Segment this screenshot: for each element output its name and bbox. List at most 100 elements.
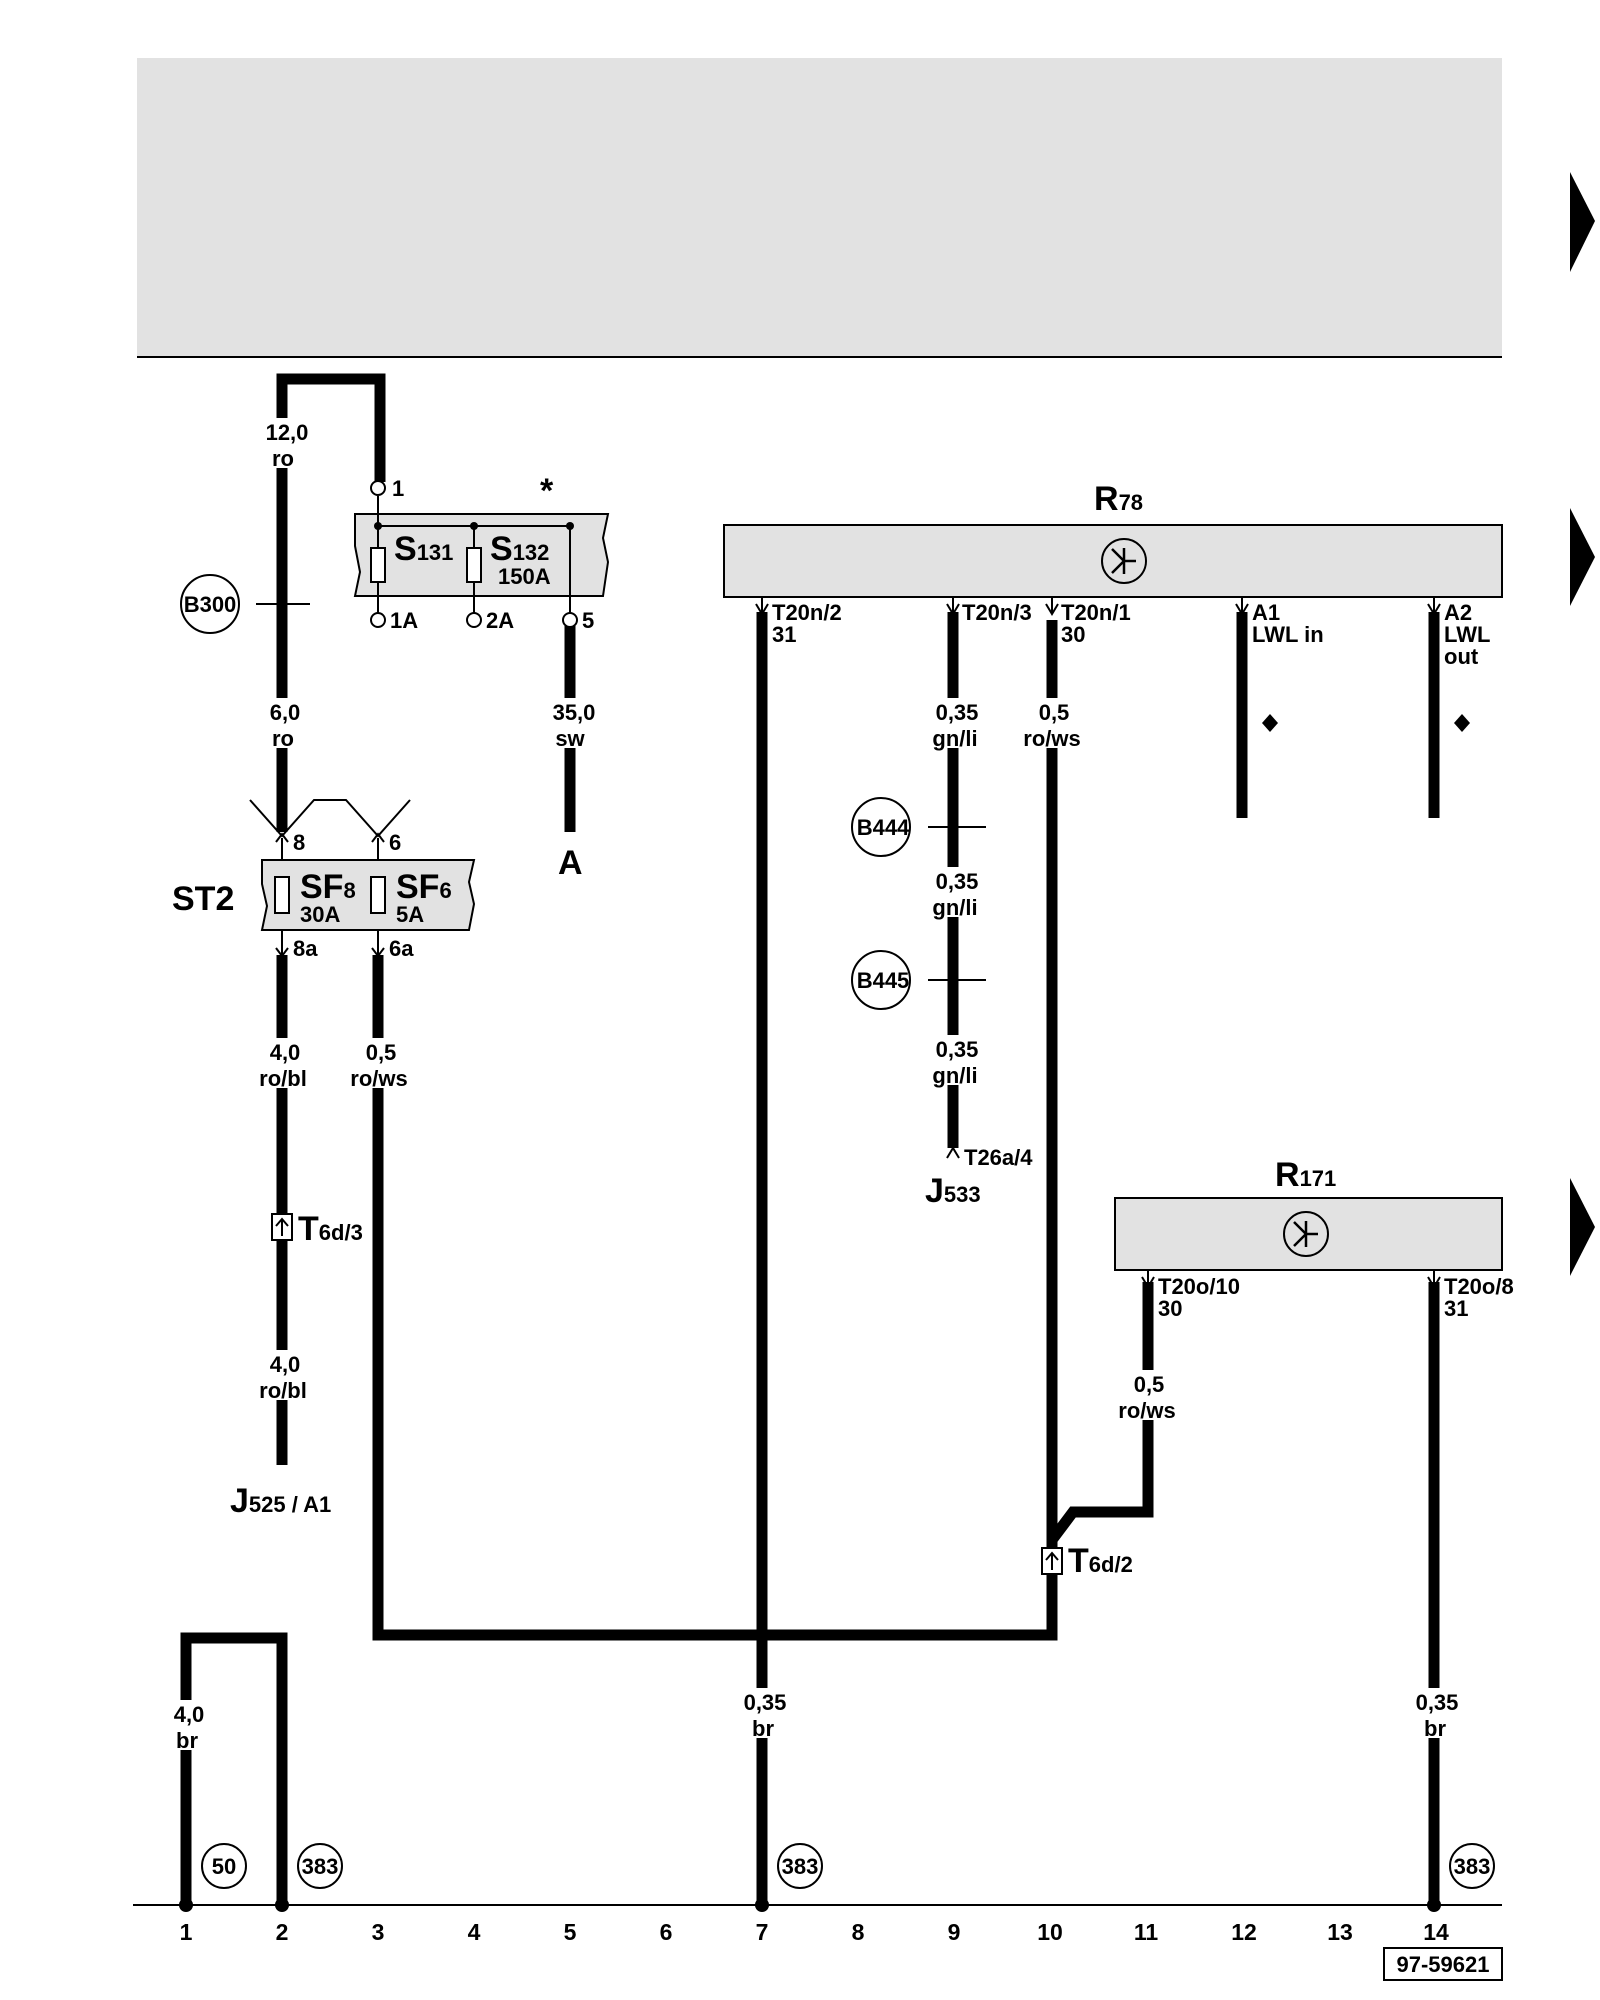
r78-pin-t20n2-signal: 31	[772, 622, 796, 647]
column-number: 1	[180, 1919, 193, 1945]
wire-label-color: gn/li	[932, 1063, 977, 1088]
wire-label-color: br	[1424, 1716, 1446, 1741]
r171-pin-t20o10: T20o/10	[1158, 1274, 1240, 1299]
fuse-sf8-label: SF8	[300, 868, 356, 906]
wire-label-color: gn/li	[932, 726, 977, 751]
fuse-sf6-label: SF6	[396, 868, 452, 906]
wire-label-color: gn/li	[932, 895, 977, 920]
splice-b300[interactable]	[180, 574, 310, 634]
r171-pin-t20o8-signal: 31	[1444, 1296, 1468, 1321]
ground-ref-383[interactable]	[1449, 1843, 1495, 1889]
r78-pin-markers	[755, 597, 1441, 616]
wire-label-size: 4,0	[270, 1040, 301, 1065]
component-j533-label: J533	[925, 1172, 981, 1210]
connector-t6d3-label: T6d/3	[298, 1210, 363, 1248]
wire-label-size: 0,5	[1134, 1372, 1165, 1397]
connector-t6d2[interactable]	[1041, 1547, 1063, 1575]
r78-label: R78	[1094, 480, 1143, 518]
component-j525-label: J525 / A1	[230, 1482, 331, 1520]
column-number: 4	[468, 1919, 481, 1945]
splice-b444[interactable]	[851, 797, 986, 857]
wire-label-color: ro	[272, 446, 294, 471]
wire-label-color: br	[752, 1716, 774, 1741]
wire-label-size: 0,35	[1416, 1690, 1459, 1715]
r78-pin-a2-signal-1: LWL	[1444, 622, 1490, 647]
component-a-label: A	[558, 844, 583, 882]
fuse-sf6-rating: 5A	[396, 902, 424, 927]
ground-dot-col14	[1427, 1898, 1441, 1912]
st2-pin-8: 8	[293, 830, 305, 855]
component-r78[interactable]	[723, 524, 1503, 598]
r171-label: R171	[1275, 1156, 1336, 1194]
r78-pin-a1-signal: LWL in	[1252, 622, 1324, 647]
r78-pin-t20n2: T20n/2	[772, 600, 842, 625]
wire-label-color: ro/ws	[1023, 726, 1080, 751]
wire-label-size: 4,0	[270, 1352, 301, 1377]
reference-box	[1383, 1947, 1503, 1981]
wire-label-size: 0,35	[936, 869, 979, 894]
ground-ref-383-label: 383	[1454, 1854, 1491, 1879]
component-r171[interactable]	[1114, 1197, 1503, 1289]
wire-label-color: ro/bl	[259, 1378, 307, 1403]
wire-label-color: ro/bl	[259, 1066, 307, 1091]
wire-label-size: 6,0	[270, 700, 301, 725]
r78-pin-a2: A2	[1444, 600, 1472, 625]
ground-ref-383-label: 383	[782, 1854, 819, 1879]
wire-label-size: 4,0	[174, 1702, 205, 1727]
fuse-s131-label: S131	[394, 530, 453, 568]
st2-pin-6a: 6a	[389, 936, 414, 961]
continue-right-arrow-2[interactable]	[1570, 508, 1595, 606]
continue-right-arrow-1[interactable]	[1570, 172, 1595, 272]
st2-label: ST2	[172, 880, 234, 918]
ground-ref-383[interactable]	[297, 1843, 343, 1889]
wire-label-size: 35,0	[553, 700, 596, 725]
wire-label-color: sw	[555, 726, 585, 751]
fuse-box-pin-1: 1	[392, 476, 404, 501]
wire-label-color: ro/ws	[1118, 1398, 1175, 1423]
column-number: 5	[564, 1919, 577, 1945]
wire-label-size: 0,35	[744, 1690, 787, 1715]
lwl-marker-a1	[1262, 714, 1278, 732]
wire-4-br[interactable]	[180, 1632, 288, 1905]
wire-label-color: ro	[272, 726, 294, 751]
splice-b300-label: B300	[184, 592, 237, 617]
connector-t6d3[interactable]	[271, 1213, 293, 1241]
splice-b445[interactable]	[851, 950, 986, 1010]
ground-ref-50[interactable]	[201, 1843, 247, 1889]
column-number: 8	[852, 1919, 865, 1945]
r171-pin-t20o10-signal: 30	[1158, 1296, 1182, 1321]
st2-pin-6: 6	[389, 830, 401, 855]
wire-label-color: br	[176, 1728, 198, 1753]
continue-right-arrow-3[interactable]	[1570, 1178, 1595, 1276]
optional-marker: *	[540, 472, 554, 510]
reference-number: 97-59621	[1397, 1952, 1490, 1977]
r78-pin-t20n3: T20n/3	[962, 600, 1032, 625]
column-number: 11	[1134, 1919, 1159, 1945]
column-number: 9	[948, 1919, 961, 1945]
wire-label-size: 0,35	[936, 1037, 979, 1062]
ground-ref-383[interactable]	[777, 1843, 823, 1889]
fuse-holder-st2[interactable]	[249, 799, 476, 958]
fuse-s132-label: S132	[490, 530, 549, 568]
fuse-box-pin-1a: 1A	[390, 608, 418, 633]
lwl-marker-a2	[1454, 714, 1470, 732]
r78-pin-a1: A1	[1252, 600, 1280, 625]
column-number: 12	[1231, 1919, 1257, 1945]
splice-b445-label: B445	[857, 968, 910, 993]
wire-label-color: ro/ws	[350, 1066, 407, 1091]
connector-t26a4-marker	[946, 1146, 960, 1159]
fuse-sf8-rating: 30A	[300, 902, 340, 927]
r171-pin-t20o8: T20o/8	[1444, 1274, 1514, 1299]
wire-label-size: 0,5	[366, 1040, 397, 1065]
column-number: 7	[756, 1919, 769, 1945]
r78-pin-t20n1: T20n/1	[1061, 600, 1131, 625]
wire-05-rows[interactable]	[372, 620, 1058, 1641]
fuse-box-s131-s132[interactable]	[353, 480, 610, 628]
column-number: 6	[660, 1919, 673, 1945]
column-number: 14	[1423, 1919, 1449, 1945]
ground-dot-col7	[755, 1898, 769, 1912]
column-number: 10	[1037, 1919, 1063, 1945]
st2-pin-8a: 8a	[293, 936, 318, 961]
ground-ref-383-label: 383	[302, 1854, 339, 1879]
